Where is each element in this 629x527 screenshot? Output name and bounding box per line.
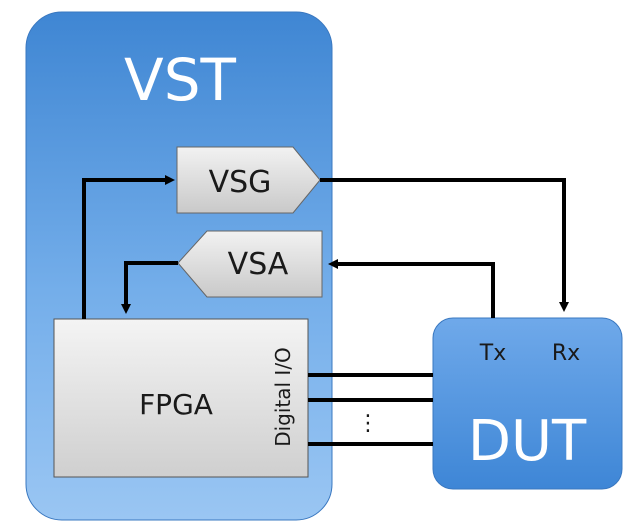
dut-tx-to-vsa-arrow xyxy=(328,259,495,318)
fpga-block xyxy=(53,318,309,478)
digital-io-ellipsis: ⋮ xyxy=(357,411,379,436)
vsa-block xyxy=(177,230,323,298)
vsg-block xyxy=(176,146,321,214)
fpga-to-vsg-arrow xyxy=(82,175,175,319)
vsg-label: VSG xyxy=(209,165,272,200)
dut-title: DUT xyxy=(468,409,587,474)
dut-rx-label: Rx xyxy=(552,341,580,366)
vsa-label: VSA xyxy=(228,247,289,282)
dut-block xyxy=(432,317,623,490)
dut-tx-label: Tx xyxy=(479,341,506,366)
digital-io-label: Digital I/O xyxy=(271,347,295,447)
vst-title: VST xyxy=(124,46,236,114)
watermark: 电子发烧友 www.elecfans.com xyxy=(522,494,615,523)
vsg-to-dut-rx-arrow xyxy=(320,178,569,312)
watermark-text: 电子发烧友 xyxy=(534,493,615,513)
vsa-to-fpga-arrow xyxy=(121,261,178,314)
fpga-label: FPGA xyxy=(139,388,213,421)
watermark-url: www.elecfans.com xyxy=(521,512,615,523)
